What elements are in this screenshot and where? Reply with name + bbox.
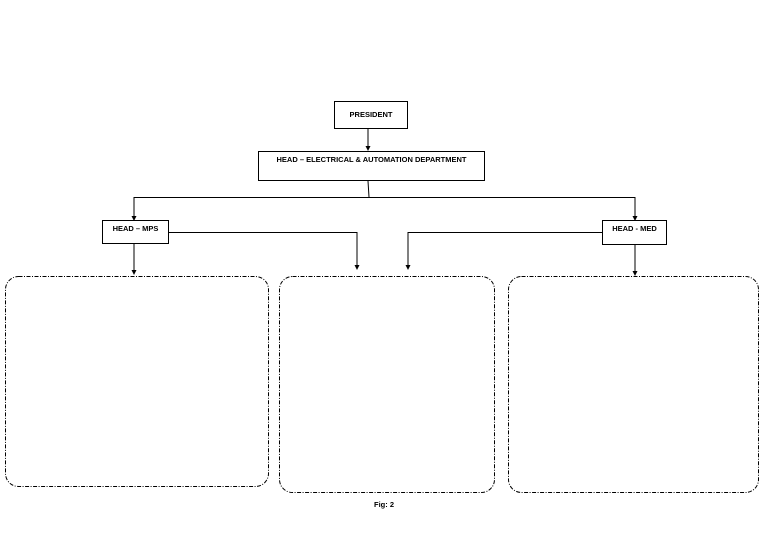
- figure-caption: Fig: 2: [374, 500, 394, 509]
- left-panel: [5, 276, 269, 487]
- president-node: PRESIDENT: [334, 101, 408, 129]
- connector-president-to-department: [365, 129, 371, 151]
- department-head-node: HEAD – ELECTRICAL & AUTOMATION DEPARTMEN…: [258, 151, 485, 181]
- connector-mps-to-center-panel: [169, 232, 360, 270]
- head-mps-label: HEAD – MPS: [113, 224, 159, 233]
- center-panel: [279, 276, 495, 493]
- connector-med-to-right-panel: [632, 245, 638, 276]
- connector-mps-to-left-panel: [131, 244, 137, 275]
- president-label: PRESIDENT: [350, 110, 393, 119]
- head-med-label: HEAD - MED: [612, 224, 657, 233]
- right-panel: [508, 276, 759, 493]
- head-med-node: HEAD - MED: [602, 220, 667, 245]
- department-head-label: HEAD – ELECTRICAL & AUTOMATION DEPARTMEN…: [276, 155, 466, 164]
- connector-med-to-center-panel: [405, 232, 602, 270]
- head-mps-node: HEAD – MPS: [102, 220, 169, 244]
- connector-department-to-branch: [131, 180, 638, 221]
